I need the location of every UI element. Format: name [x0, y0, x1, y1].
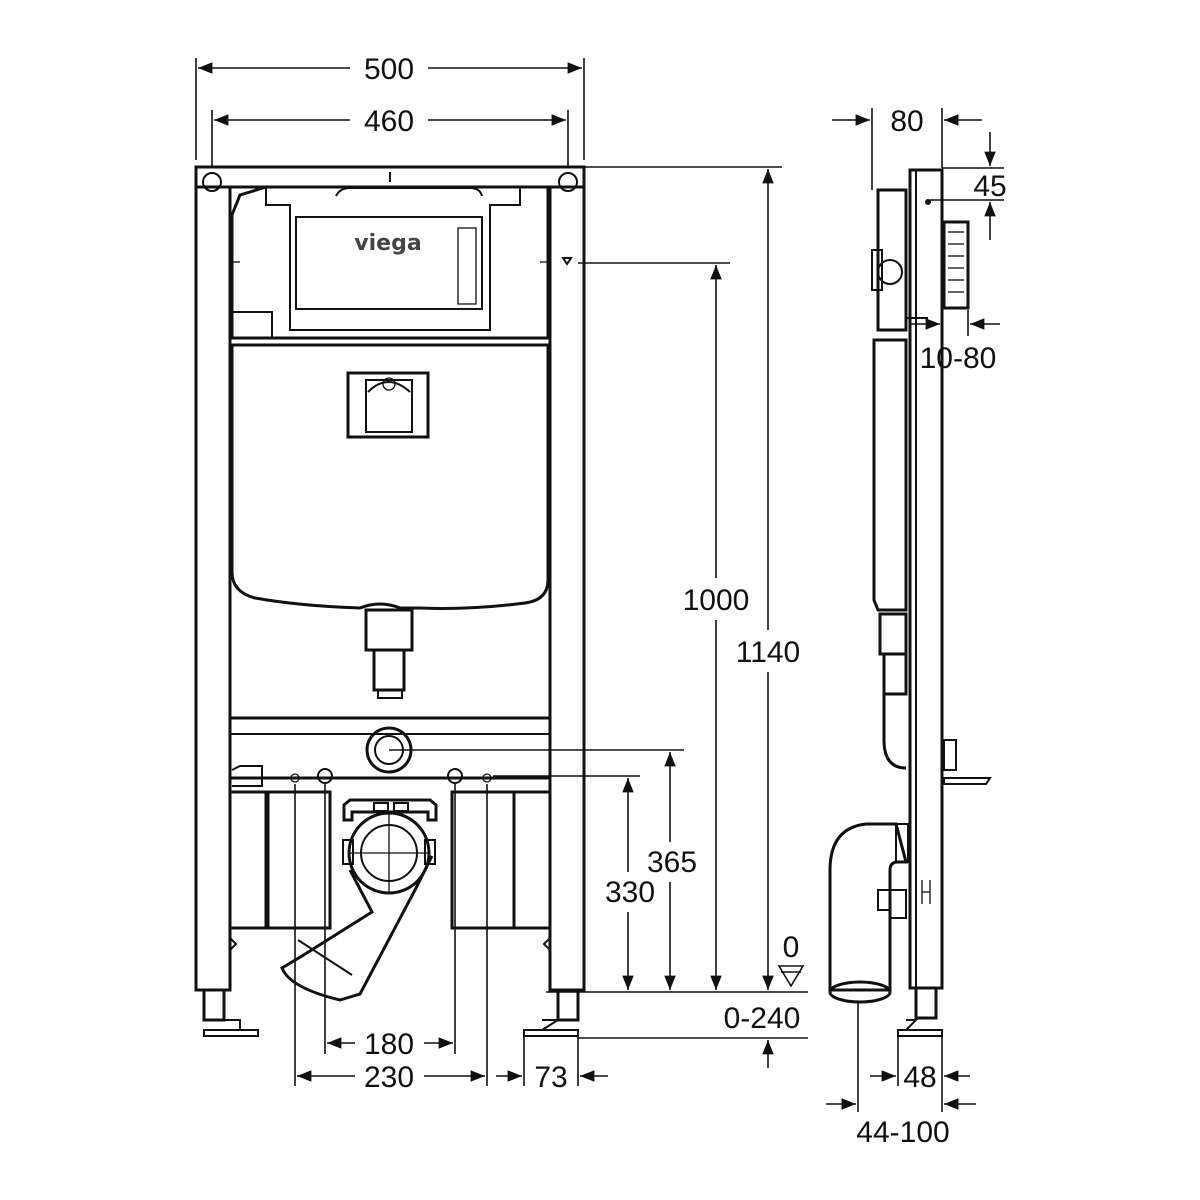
foot-left: [202, 988, 226, 1022]
dim-80-label: 80: [890, 105, 923, 138]
dim-44-100-label: 44-100: [856, 1116, 949, 1149]
bolt-hole-1: [290, 773, 300, 783]
dim-365-label: 365: [647, 846, 697, 879]
dim-460-label: 460: [364, 105, 414, 138]
front-dimensions: 500 460 1140 1000 365 330 0 0-: [195, 53, 808, 1094]
flush-plate: [295, 216, 483, 310]
side-bracket: [943, 739, 957, 771]
floor-zero-label: 0: [783, 931, 800, 964]
left-post: [194, 165, 232, 992]
cistern-inner-frame: [265, 187, 521, 331]
rail-bracket-left: [231, 765, 263, 787]
side-drain-elbow: [828, 822, 908, 992]
drain-elbow: [280, 855, 434, 1002]
mount-hole-left: [202, 172, 222, 192]
dim-73-label: 73: [534, 1061, 567, 1094]
flush-pipe-coupler: [377, 689, 403, 699]
bolt-hole-2: [482, 773, 492, 783]
inspection-opening: [346, 371, 430, 439]
drain-bracket: [342, 798, 438, 822]
side-post: [908, 168, 944, 990]
dim-1000-label: 1000: [683, 584, 750, 617]
side-foot: [914, 986, 938, 1020]
side-dimensions: 80 45 10-80 48 44-100: [826, 105, 1007, 1149]
side-drain-opening: [828, 980, 892, 1004]
right-post: [548, 165, 586, 992]
dim-230-label: 230: [364, 1061, 414, 1094]
flush-pipe-lower: [372, 648, 406, 692]
cistern-tank: [230, 343, 550, 610]
dim-45-label: 45: [973, 170, 1006, 203]
cross-rail: [228, 716, 552, 780]
flush-pipe-upper: [364, 608, 414, 652]
side-pivot-dot: [925, 199, 931, 205]
bolt-nut-2: [447, 768, 463, 784]
lower-block-r2: [512, 790, 552, 930]
floor-zero-symbol: [777, 965, 805, 988]
foot-bolt-left: [224, 1019, 241, 1030]
cistern-cap: [335, 187, 483, 197]
side-foot-plate: [897, 1029, 943, 1037]
side-cistern-tank: [872, 338, 908, 612]
drain-clip-right: [424, 839, 436, 865]
inspection-inner: [365, 379, 413, 433]
inspection-valve: [367, 381, 411, 393]
side-valve: [871, 249, 883, 291]
inspection-knob: [382, 377, 396, 391]
front-view: viega: [194, 165, 586, 1037]
side-drain-clip: [877, 889, 907, 919]
lower-block-r1: [450, 790, 516, 930]
side-drain-collar: [895, 823, 909, 863]
dim-10-80-label: 10-80: [920, 342, 997, 375]
drain-clip-left: [342, 839, 354, 865]
side-pipe-upper: [878, 612, 908, 656]
foot-plate-right: [523, 1029, 579, 1037]
dim-1140-label: 1140: [736, 636, 801, 669]
mount-hole-right: [558, 172, 578, 192]
side-actuator: [942, 220, 970, 310]
lower-block-l1: [228, 790, 268, 930]
bracket-tab-1: [373, 802, 389, 812]
side-view: [828, 168, 992, 1037]
post-clip-right: [542, 937, 551, 951]
brand-logo: viega: [354, 231, 421, 256]
level-mark: [561, 257, 573, 266]
dim-500-label: 500: [364, 53, 414, 86]
lower-block-l2: [266, 790, 332, 930]
dim-330-label: 330: [605, 876, 655, 909]
side-cistern-top: [876, 188, 908, 332]
dim-180-label: 180: [364, 1028, 414, 1061]
bolt-nut-1: [317, 768, 333, 784]
side-pipe-bend: [882, 694, 907, 770]
foot-bolt-right: [541, 1019, 562, 1031]
side-clip-left: [231, 311, 273, 339]
bracket-tab-2: [393, 802, 409, 812]
dim-48-label: 48: [903, 1061, 936, 1094]
foot-plate-left: [203, 1029, 259, 1037]
post-clip-left: [229, 937, 238, 951]
dim-0-240-label: 0-240: [724, 1002, 801, 1035]
side-foot-bolt: [905, 1019, 919, 1031]
cistern-top-frame: [230, 185, 550, 340]
side-pipe-lower: [882, 652, 908, 696]
plate-slot: [457, 227, 477, 305]
foot-right: [556, 988, 580, 1022]
side-valve-wheel: [877, 259, 903, 285]
side-bracket-plate: [943, 777, 992, 785]
